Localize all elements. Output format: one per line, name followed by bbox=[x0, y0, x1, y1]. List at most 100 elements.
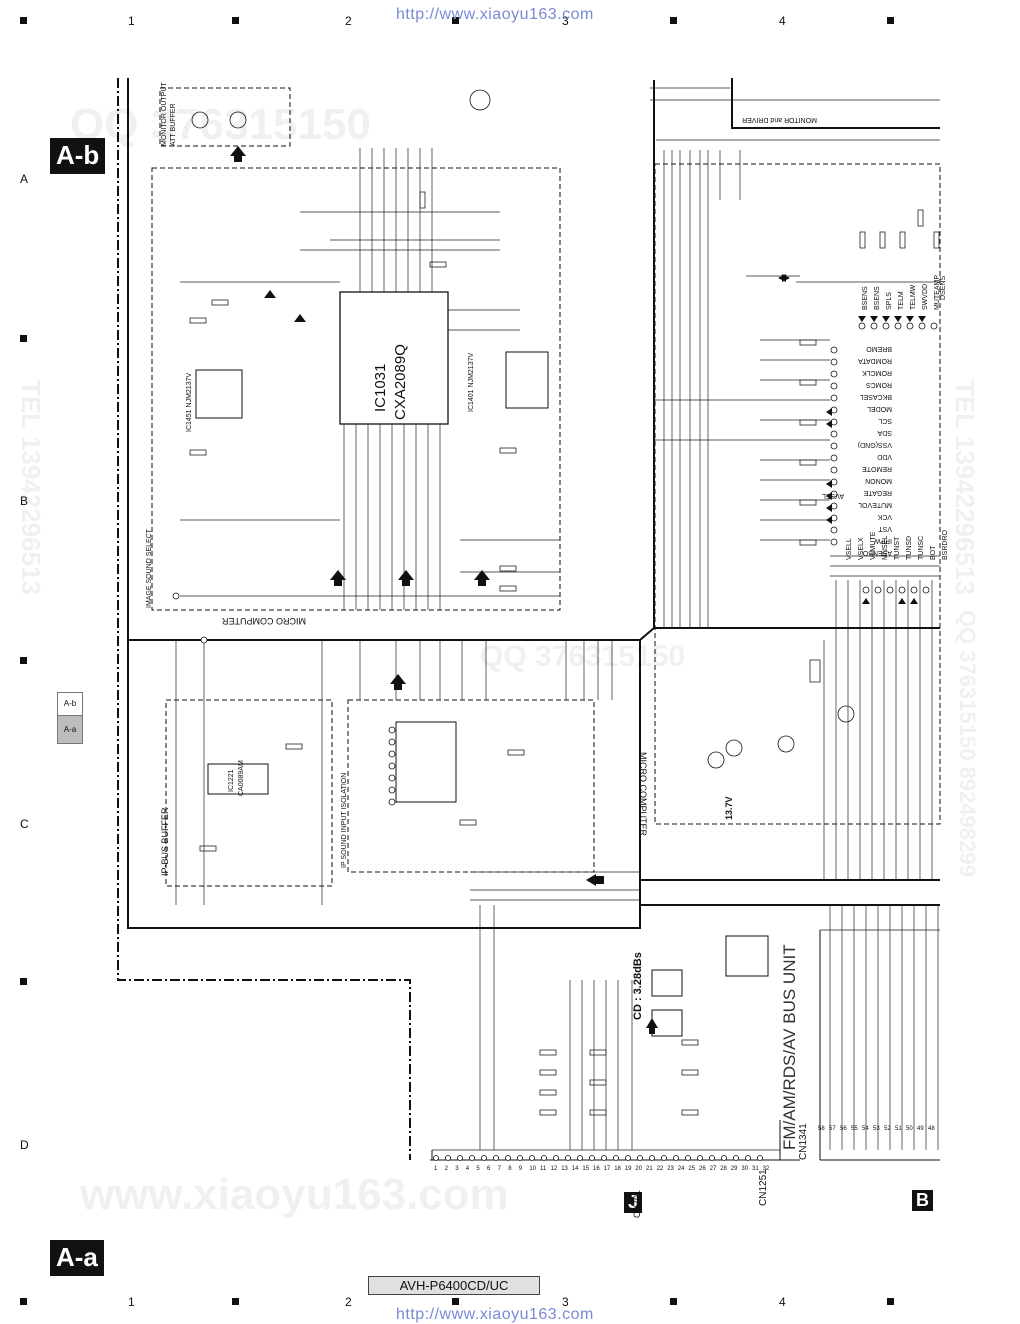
connector-pin-number: 11 bbox=[540, 1166, 547, 1172]
connector-pin-number: 14 bbox=[571, 1166, 579, 1172]
source-url-bottom[interactable]: http://www.xiaoyu163.com bbox=[396, 1306, 594, 1323]
signal-label: BREMO bbox=[866, 345, 892, 352]
signal-label: BSRDRO bbox=[942, 530, 949, 560]
column-number-2: 2 bbox=[345, 1295, 352, 1309]
connector-pin-number: 49 bbox=[917, 1126, 924, 1132]
watermark: www.xiaoyu163.com bbox=[80, 1170, 509, 1219]
row-letter-d: D bbox=[20, 1138, 29, 1152]
signal-label: MODEL bbox=[867, 405, 892, 412]
signal-label: VCK bbox=[877, 513, 892, 520]
signal-label: VST bbox=[878, 525, 892, 532]
connector-pin-number: 4 bbox=[465, 1166, 470, 1172]
connector-tag-b: B bbox=[912, 1190, 933, 1211]
signal-list-right-bottom: VSELL VSELX VLMUTE MNSEL TUNST TUNSD TUN… bbox=[846, 530, 949, 650]
row-letter-c: C bbox=[20, 817, 29, 831]
ic1221-label: IC1221 bbox=[228, 769, 235, 792]
signal-label: VSELL bbox=[846, 538, 853, 560]
model-label: AVH-P6400CD/UC bbox=[368, 1276, 540, 1295]
column-number-3: 3 bbox=[562, 1295, 569, 1309]
connector-pin-number: 56 bbox=[840, 1126, 847, 1132]
connector-pin-number: 12 bbox=[550, 1166, 558, 1172]
connector-pin-number: 16 bbox=[593, 1166, 600, 1172]
signal-label: VLMUTE bbox=[870, 531, 877, 560]
connector-cn1341: CN1341 bbox=[798, 1123, 809, 1160]
signal-label: MNSEL bbox=[882, 535, 889, 560]
signal-label: SCL bbox=[878, 417, 892, 424]
connector-pin-number: 50 bbox=[906, 1126, 913, 1132]
connector-pin-number: 6 bbox=[487, 1166, 491, 1172]
sheet-locator: A-b A-a bbox=[57, 692, 83, 744]
registration-mark bbox=[887, 17, 894, 24]
connector-pin-number: 48 bbox=[928, 1126, 935, 1132]
signal-label: VDD bbox=[877, 453, 892, 460]
signal-label: ROMDATA bbox=[858, 357, 892, 364]
connector-pin-number: 29 bbox=[730, 1166, 738, 1172]
block-label-micro-computer: MICRO COMPUTER bbox=[222, 616, 306, 626]
connector-pin-number: 5 bbox=[476, 1166, 480, 1172]
signal-label: BKCASEL bbox=[859, 393, 892, 400]
signal-label: BSENS bbox=[862, 286, 869, 310]
connector-pin-number: 55 bbox=[851, 1126, 858, 1132]
registration-mark bbox=[20, 657, 27, 664]
connector-pin-number: 18 bbox=[614, 1166, 621, 1172]
signal-label: REGATE bbox=[863, 489, 892, 496]
signal-label: SPLS bbox=[886, 292, 893, 310]
signal-label: TELMW bbox=[910, 284, 917, 310]
block-label-monitor-driver: MONITOR and DRIVER bbox=[742, 116, 817, 123]
signal-label: TUNST bbox=[894, 536, 901, 560]
signal-list-right: BREMO ROMDATA ROMCLK ROMCS BKCASEL MODEL… bbox=[842, 340, 892, 556]
column-number-1: 1 bbox=[128, 14, 135, 28]
registration-mark bbox=[670, 17, 677, 24]
watermark: QQ 376315150 bbox=[480, 640, 686, 673]
sheet-locator-upper: A-b bbox=[58, 693, 82, 716]
source-url-top[interactable]: http://www.xiaoyu163.com bbox=[396, 6, 594, 23]
watermark: TEL 13942296513 bbox=[16, 380, 46, 595]
connector-pin-number: 27 bbox=[709, 1166, 717, 1172]
registration-mark bbox=[887, 1298, 894, 1305]
watermark: QQ 376315150 892498299 bbox=[955, 610, 980, 877]
sheet-tag-a-b: A-b bbox=[50, 138, 106, 174]
signal-label: SWVDD bbox=[922, 283, 929, 310]
block-label-image-sound-select: IMAGE SOUND SELECT bbox=[146, 529, 153, 608]
connector-pin-number: 20 bbox=[635, 1166, 643, 1172]
cd-level-label: CD : 3.28dBs bbox=[632, 952, 644, 1020]
ic1031-label: IC1031 bbox=[372, 363, 389, 412]
connector-pin-number: 51 bbox=[895, 1126, 902, 1132]
column-number-2: 2 bbox=[345, 14, 352, 28]
signal-label: BSENS bbox=[874, 286, 881, 310]
connector-pin-number: 28 bbox=[720, 1166, 727, 1172]
signal-list-right-top: BSENS BSENS SPLS TELM TELMW SWVDD MUTEAM… bbox=[858, 236, 948, 316]
signal-label: ROMCLK bbox=[862, 369, 892, 376]
connector-pin-number: 52 bbox=[884, 1126, 891, 1132]
signal-label: VSS(GND) bbox=[857, 441, 892, 448]
connector-pin-number: 3 bbox=[455, 1166, 459, 1172]
registration-mark bbox=[20, 335, 27, 342]
block-label-ip-sound-input: IP SOUND INPUT ISOLATION bbox=[341, 772, 348, 868]
connector-pin-number: 19 bbox=[624, 1166, 632, 1172]
registration-mark bbox=[20, 978, 27, 985]
connector-pin-number: 25 bbox=[688, 1166, 696, 1172]
ic1221-part-label: CA0089AM bbox=[238, 760, 245, 796]
registration-mark bbox=[452, 1298, 459, 1305]
column-number-4: 4 bbox=[779, 1295, 786, 1309]
column-number-3: 3 bbox=[562, 14, 569, 28]
connector-pin-number: 54 bbox=[862, 1126, 869, 1132]
block-label-ip-bus-buffer: IP-BUS BUFFER bbox=[160, 807, 170, 876]
sheet-locator-lower: A-a bbox=[58, 716, 82, 743]
block-label-fm-am-rds: FM/AM/RDS/AV BUS UNIT bbox=[780, 944, 799, 1150]
signal-label: DSENS bbox=[940, 275, 947, 300]
signal-label: TUNSC bbox=[918, 535, 925, 560]
signal-label: TUNSD bbox=[906, 535, 913, 560]
connector-pin-number: 22 bbox=[656, 1166, 664, 1172]
voltage-label: 13.7V bbox=[724, 796, 734, 820]
connector-pin-number: 53 bbox=[873, 1126, 880, 1132]
connector-pin-number: 31 bbox=[752, 1166, 759, 1172]
connector-tag-j: J bbox=[624, 1192, 643, 1213]
connector-pin-number: 8 bbox=[508, 1166, 512, 1172]
connector-pin-number: 9 bbox=[518, 1166, 523, 1172]
registration-mark bbox=[20, 17, 27, 24]
connector-pin-number: 10 bbox=[529, 1166, 537, 1172]
signal-label: ROMCS bbox=[865, 381, 892, 388]
